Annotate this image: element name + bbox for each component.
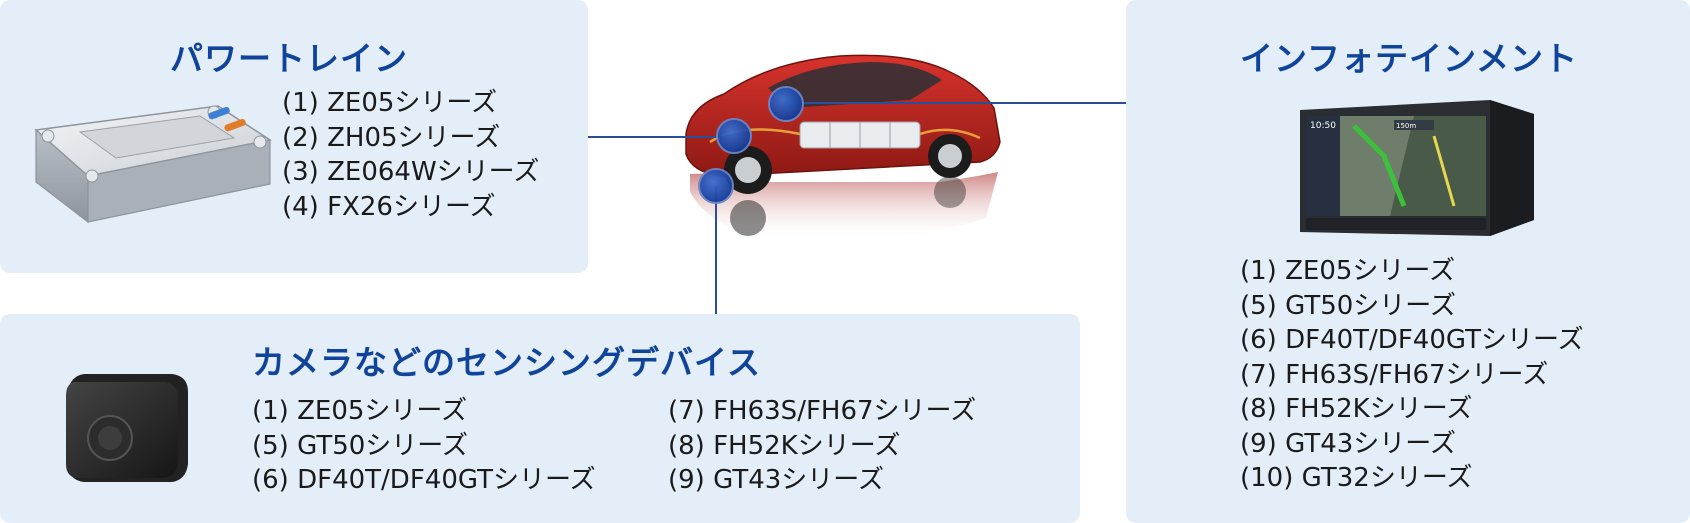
list-item: (2) ZH05シリーズ [282, 122, 501, 153]
list-item: (7) FH63S/FH67シリーズ [1240, 359, 1549, 390]
sensing-title: カメラなどのセンシングデバイス [252, 343, 762, 382]
list-item: (7) FH63S/FH67シリーズ [668, 396, 977, 426]
list-item: (3) ZE064Wシリーズ [282, 157, 540, 187]
connector-infotainment [786, 102, 1126, 104]
ecu-module-icon [34, 105, 272, 224]
list-item: (1) ZE05シリーズ [252, 396, 468, 426]
connector-sensing [715, 186, 717, 314]
camera-module-icon [66, 374, 188, 482]
connector-powertrain [588, 136, 728, 138]
list-item: (6) DF40T/DF40GTシリーズ [1240, 325, 1584, 355]
sensing-connector-list-right: (7) FH63S/FH67シリーズ (8) FH52Kシリーズ (9) GT4… [668, 394, 976, 498]
list-item: (1) ZE05シリーズ [1240, 256, 1456, 286]
list-item: (8) FH52Kシリーズ [1240, 394, 1473, 424]
powertrain-panel: パワートレイン (1) ZE05シリーズ (2) ZH05シリーズ (3) ZE… [0, 0, 588, 273]
screen-time: 10:50 [1310, 121, 1336, 131]
list-item: (9) GT43シリーズ [1240, 428, 1456, 459]
sensing-connector-list-left: (1) ZE05シリーズ (5) GT50シリーズ (6) DF40T/DF40… [252, 394, 596, 498]
list-item: (4) FX26シリーズ [282, 191, 496, 222]
list-item: (9) GT43シリーズ [668, 465, 884, 495]
list-item: (5) GT50シリーズ [252, 430, 468, 461]
powertrain-connector-list: (1) ZE05シリーズ (2) ZH05シリーズ (3) ZE064Wシリーズ… [282, 86, 539, 224]
list-item: (1) ZE05シリーズ [282, 88, 498, 118]
car-illustration [685, 54, 1001, 243]
infotainment-connector-list: (1) ZE05シリーズ (5) GT50シリーズ (6) DF40T/DF40… [1240, 254, 1584, 496]
powertrain-title: パワートレイン [170, 39, 408, 78]
list-item: (5) GT50シリーズ [1240, 290, 1456, 321]
navigation-unit-icon: 10:50 150m [1300, 100, 1534, 236]
list-item: (8) FH52Kシリーズ [668, 430, 901, 461]
powertrain-hotspot [716, 118, 752, 154]
infotainment-panel: インフォテインメント 10:50 150m (1) ZE05シリーズ (5) G… [1126, 0, 1690, 523]
infotainment-hotspot [768, 86, 804, 122]
list-item: (6) DF40T/DF40GTシリーズ [252, 465, 596, 495]
list-item: (10) GT32シリーズ [1240, 463, 1473, 493]
sensing-hotspot [698, 168, 734, 204]
sensing-panel: カメラなどのセンシングデバイス (1) ZE05シリーズ (5) GT50シリー… [0, 314, 1080, 523]
screen-distance: 150m [1396, 122, 1416, 130]
infotainment-title: インフォテインメント [1240, 39, 1579, 78]
